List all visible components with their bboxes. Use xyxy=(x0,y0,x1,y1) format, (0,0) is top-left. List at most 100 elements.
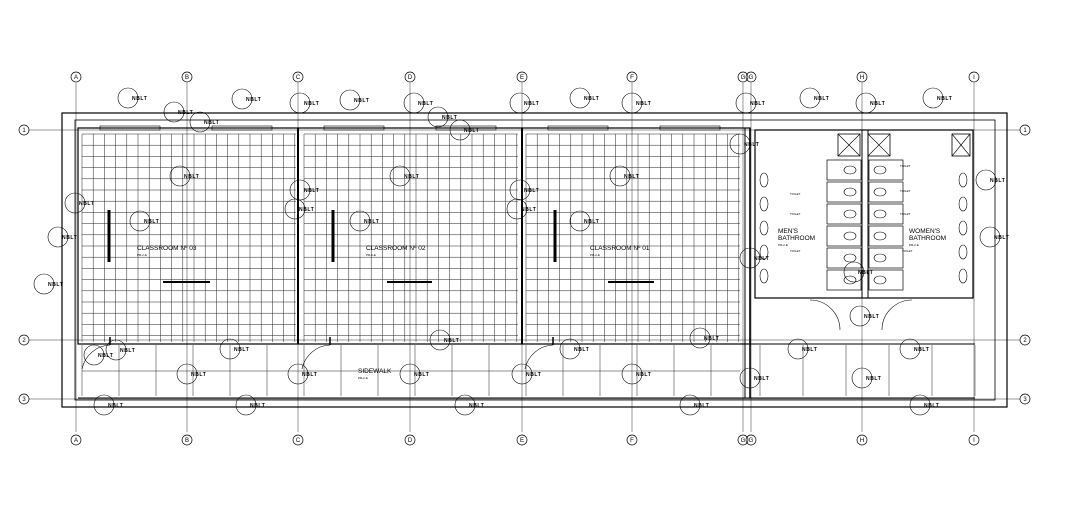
section-tag-label: NBLT xyxy=(754,376,769,382)
classroom-01-sub: PR-2-E xyxy=(590,253,600,257)
section-tag-circle xyxy=(47,226,69,248)
section-tag-label: NBLT xyxy=(246,97,261,103)
toilet-stall xyxy=(868,181,904,203)
section-tag-label: NBLT xyxy=(108,403,123,409)
section-tag-circle xyxy=(129,210,151,232)
section-tag-label: NBLT xyxy=(754,256,769,262)
section-tag-label: NBLT xyxy=(866,376,881,382)
section-tag-circle xyxy=(449,119,471,141)
section-tag-label: NBLT xyxy=(299,207,314,213)
section-tag-circle xyxy=(621,92,643,114)
section-tag-circle xyxy=(739,367,761,389)
section-tag-label: NBLT xyxy=(584,96,599,102)
section-tag-label: NBLT xyxy=(178,110,193,116)
toilet-stall xyxy=(868,247,904,269)
toilet-fixture xyxy=(843,187,857,197)
grid-bubble-left xyxy=(18,334,30,346)
grid-bubble-bottom-label: G xyxy=(749,438,754,444)
toilet-stall xyxy=(826,203,862,225)
walls-layer xyxy=(61,112,1008,408)
door-swing xyxy=(301,344,331,370)
grid-bubble-bottom xyxy=(737,434,749,446)
section-tag-label: NBLT xyxy=(132,96,147,102)
mens-bathroom-line2: BATHROOM xyxy=(778,235,815,242)
section-tag-circle xyxy=(979,226,1001,248)
section-tag-circle xyxy=(509,179,531,201)
grid-bubble-top-label: E xyxy=(520,75,524,81)
sink-fixture xyxy=(759,268,769,284)
toilet-fixture xyxy=(873,253,887,263)
section-tag-label: NBLT xyxy=(304,188,319,194)
section-tag-label: NBLT xyxy=(744,142,759,148)
section-tag-label: NBLT xyxy=(304,101,319,107)
classroom-03-name: CLASSROOM Nº 03 xyxy=(137,245,197,252)
grid-bubble-bottom-label: B xyxy=(185,438,189,444)
fixture-label: TOILET xyxy=(790,212,801,216)
section-tag-label: NBLT xyxy=(694,403,709,409)
section-tag-label: NBLT xyxy=(858,270,873,276)
grid-bubble-left-label: 1 xyxy=(22,128,26,134)
section-tag-circle xyxy=(33,273,55,295)
section-tag-label: NBLT xyxy=(418,101,433,107)
toilet-stall xyxy=(868,269,904,291)
section-tag-label: NBLT xyxy=(48,282,63,288)
fixture-label: TOILET xyxy=(790,192,801,196)
grid-bubble-bottom xyxy=(856,434,868,446)
section-tag-label: NBLT xyxy=(814,96,829,102)
section-tag-label: NBLT xyxy=(574,347,589,353)
grid-bubble-left-label: 3 xyxy=(22,397,26,403)
section-tag-label: NBLT xyxy=(404,174,419,180)
section-tag-circle xyxy=(105,339,127,361)
toilet-stall xyxy=(868,203,904,225)
section-tag-label: NBLT xyxy=(144,219,159,225)
floor-grid-layer xyxy=(81,133,976,396)
section-tag-circle xyxy=(909,394,931,416)
section-tag-label: NBLT xyxy=(444,338,459,344)
sink-fixture xyxy=(958,268,968,284)
section-tag-circle xyxy=(339,89,361,111)
fixture-label: TOILET xyxy=(900,164,911,168)
section-tag-circle xyxy=(93,394,115,416)
womens-bathroom-line2: BATHROOM xyxy=(909,235,946,242)
sink-fixture xyxy=(958,172,968,188)
grid-bubble-bottom-label: E xyxy=(520,438,524,444)
grid-bubble-top-label: F xyxy=(630,75,634,81)
sink-fixture xyxy=(759,172,769,188)
section-tag-circle xyxy=(855,92,877,114)
classroom-02-name: CLASSROOM Nº 02 xyxy=(366,245,426,252)
grid-bubble-top xyxy=(181,71,193,83)
section-tag-label: NBLT xyxy=(994,235,1009,241)
sink-fixture xyxy=(759,196,769,212)
toilet-fixture xyxy=(873,275,887,285)
section-tag-circle xyxy=(679,394,701,416)
section-tag-label: NBLT xyxy=(990,178,1005,184)
fixture-label: TOILET xyxy=(900,212,911,216)
section-tag-label: NBLT xyxy=(937,96,952,102)
toilet-fixture xyxy=(843,231,857,241)
sidewalk-name: SIDEWALK xyxy=(358,368,392,375)
toilet-fixture xyxy=(843,209,857,219)
section-tag-label: NBLT xyxy=(414,372,429,378)
grid-bubble-bottom-label: G xyxy=(741,438,746,444)
toilet-stall xyxy=(826,225,862,247)
section-tag-label: NBLT xyxy=(79,201,94,207)
section-tag-label: NBLT xyxy=(354,98,369,104)
grid-bubble-top xyxy=(626,71,638,83)
grid-bubble-top xyxy=(856,71,868,83)
section-tag-label: NBLT xyxy=(302,372,317,378)
section-tag-label: NBLT xyxy=(636,101,651,107)
plumbing-shaft xyxy=(837,133,861,157)
shaft-cross xyxy=(951,133,971,157)
section-tag-label: NBLT xyxy=(524,101,539,107)
section-tag-circle xyxy=(427,106,449,128)
sink-fixture xyxy=(958,196,968,212)
grid-bubble-top xyxy=(516,71,528,83)
toilet-stall xyxy=(826,159,862,181)
toilet-stall xyxy=(868,159,904,181)
sink-fixture xyxy=(958,220,968,236)
grid-bubble-left xyxy=(18,124,30,136)
section-tag-label: NBLT xyxy=(250,403,265,409)
classroom-03-sub: PR-2-E xyxy=(137,253,147,257)
grid-bubble-top-label: C xyxy=(296,75,301,81)
